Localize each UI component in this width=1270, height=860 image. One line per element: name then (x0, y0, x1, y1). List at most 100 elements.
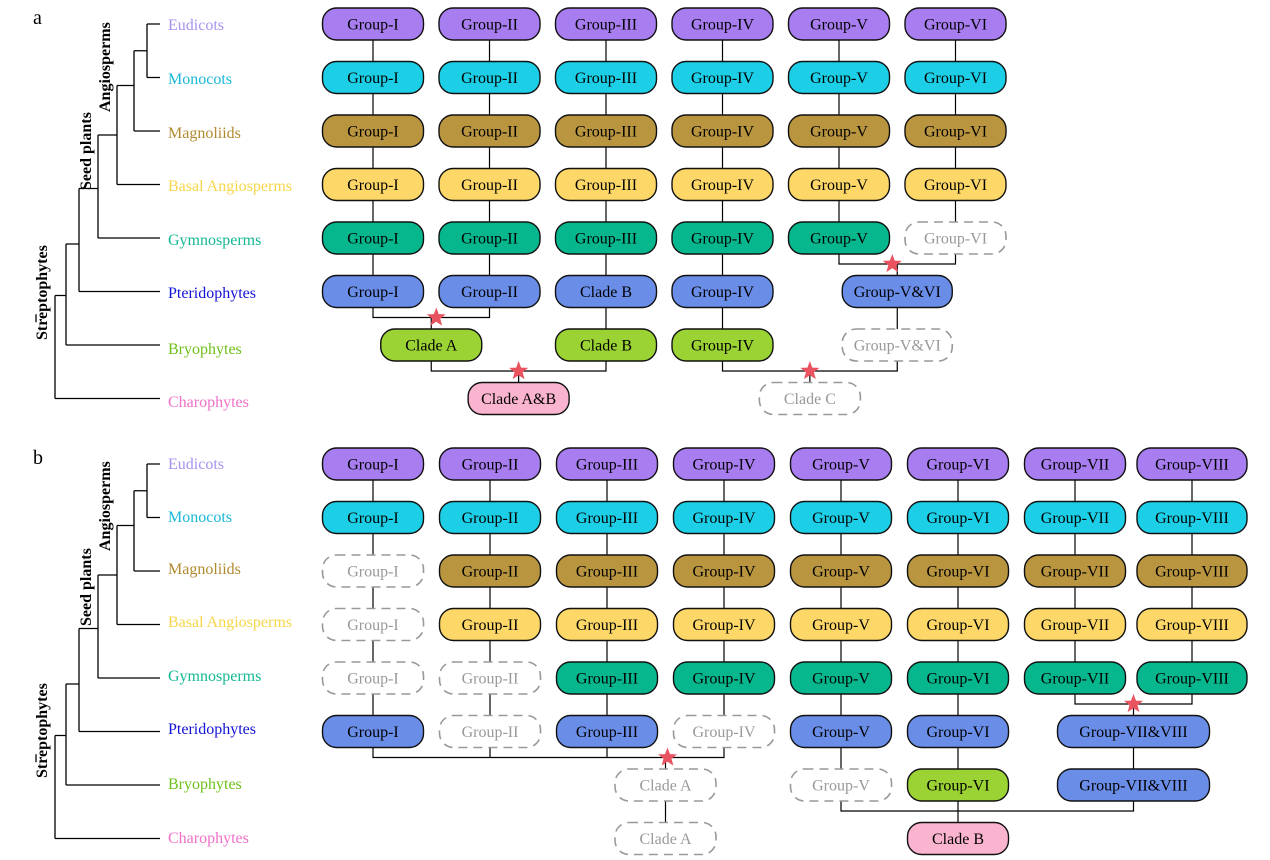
star-icon (1124, 694, 1143, 713)
node-label: Group-IV (692, 564, 756, 581)
node-label: Group-VII (1041, 510, 1109, 527)
node-label: Group-I (347, 17, 399, 34)
group-node: Group-IV (671, 7, 774, 41)
group-node: Group-I (321, 7, 425, 41)
group-node: Group-I (321, 661, 425, 695)
node-label: Group-IV (691, 177, 755, 194)
node-label: Group-VII (1041, 564, 1109, 581)
taxon-magnoliids: Magnoliids (168, 125, 241, 142)
node-label: Group-IV (692, 510, 756, 527)
merge-connector (372, 307, 491, 329)
node-label: Group-III (575, 231, 637, 248)
node-label: Group-I (347, 70, 399, 87)
streptophytes-label: Streptophytes (34, 683, 51, 778)
node-label: Clade A&B (481, 391, 556, 408)
taxon-bryophytes: Bryophytes (168, 776, 242, 793)
group-node: Clade A (380, 328, 483, 362)
group-node: Group-IV (671, 328, 774, 362)
node-label: Group-VI (926, 617, 989, 634)
group-node: Group-V (787, 60, 891, 95)
node-label: Group-III (575, 17, 637, 34)
phylogeny-tree-lines (35, 23, 160, 840)
group-node: Group-IV (671, 221, 774, 255)
tree-branch (65, 683, 160, 786)
node-label: Group-IV (691, 124, 755, 141)
group-node: Group-V (789, 661, 893, 695)
group-node: Group-V (787, 114, 891, 148)
node-label: Group-II (462, 457, 519, 474)
group-node: Clade B (906, 821, 1010, 856)
group-node: Group-VI (904, 7, 1007, 41)
merge-connector (840, 801, 1135, 812)
group-node: Group-VI (906, 447, 1010, 481)
tree-branch (133, 490, 160, 572)
node-label: Group-IV (692, 457, 756, 474)
group-node: Group-I (321, 714, 425, 749)
node-label: Clade A (405, 338, 457, 355)
group-node: Group-II (438, 500, 542, 535)
group-node: Group-III (555, 447, 659, 481)
group-node: Group-VIII (1136, 554, 1248, 588)
star-icon (800, 361, 820, 380)
node-label: Group-IV (691, 231, 755, 248)
group-node: Group-I (321, 447, 425, 481)
tree-branch (54, 294, 160, 400)
node-label: Group-II (461, 17, 518, 34)
node-label: Group-IV (691, 338, 755, 355)
node-label: Group-III (575, 70, 637, 87)
taxon-gymnosperms: Gymnosperms (168, 668, 261, 685)
group-node: Group-VI (904, 114, 1007, 148)
node-label: Group-VI (926, 724, 989, 741)
group-node: Group-I (321, 60, 425, 95)
taxon-gymnosperms: Gymnosperms (168, 232, 261, 249)
group-node: Group-II (438, 554, 542, 588)
group-node: Clade C (758, 381, 862, 416)
node-label: Group-IV (692, 724, 756, 741)
group-node: Group-IV (672, 714, 776, 749)
merge-connector (838, 254, 957, 276)
group-node: Group-V (789, 768, 893, 802)
group-node: Group-III (555, 554, 659, 588)
group-node: Group-V (787, 167, 891, 202)
node-label: Group-IV (691, 284, 755, 301)
group-nodes: Group-I Group-II Group-III Group-IV Group-V G… (321, 7, 1248, 856)
node-label: Group-V (812, 510, 870, 527)
node-label: Group-IV (691, 17, 755, 34)
group-node: Group-V&VI (841, 274, 953, 309)
node-label: Group-II (461, 124, 518, 141)
node-label: Clade A (640, 778, 692, 795)
group-node: Group-IV (671, 114, 774, 148)
group-node: Clade A&B (467, 381, 570, 416)
group-node: Group-V (787, 221, 891, 255)
group-node: Group-IV (671, 60, 774, 95)
node-label: Group-V (812, 617, 870, 634)
star-icon (882, 254, 902, 273)
node-label: Group-I (347, 231, 399, 248)
node-label: Clade B (580, 338, 632, 355)
streptophytes-label: Streptophytes (34, 245, 51, 340)
star-icon (658, 747, 677, 766)
group-node: Group-VI (906, 714, 1010, 749)
group-node: Group-IV (672, 607, 776, 642)
node-label: Group-I (347, 617, 399, 634)
panel-a-taxa: Eudicots Monocots Magnoliids Basal Angio… (168, 17, 292, 411)
node-label: Group-VIII (1155, 457, 1229, 474)
tree-branch (146, 463, 160, 519)
group-node: Group-I (321, 221, 425, 255)
tree-branch (116, 524, 160, 626)
group-node: Group-I (321, 274, 425, 309)
group-node: Group-III (554, 7, 658, 41)
group-node: Group-VIII (1136, 661, 1248, 695)
seed-plants-label: Seed plants (78, 548, 95, 626)
group-node: Group-VIII (1136, 607, 1248, 642)
node-label: Group-V (812, 724, 870, 741)
group-node: Group-II (438, 447, 542, 481)
group-connectors (372, 40, 1193, 823)
node-label: Group-I (347, 284, 399, 301)
angiosperms-label: Angiosperms (97, 22, 114, 112)
group-node: Group-VI (906, 554, 1010, 588)
node-label: Group-VII (1041, 671, 1109, 688)
node-label: Group-VII&VIII (1079, 778, 1187, 795)
group-node: Group-VII (1023, 554, 1127, 588)
